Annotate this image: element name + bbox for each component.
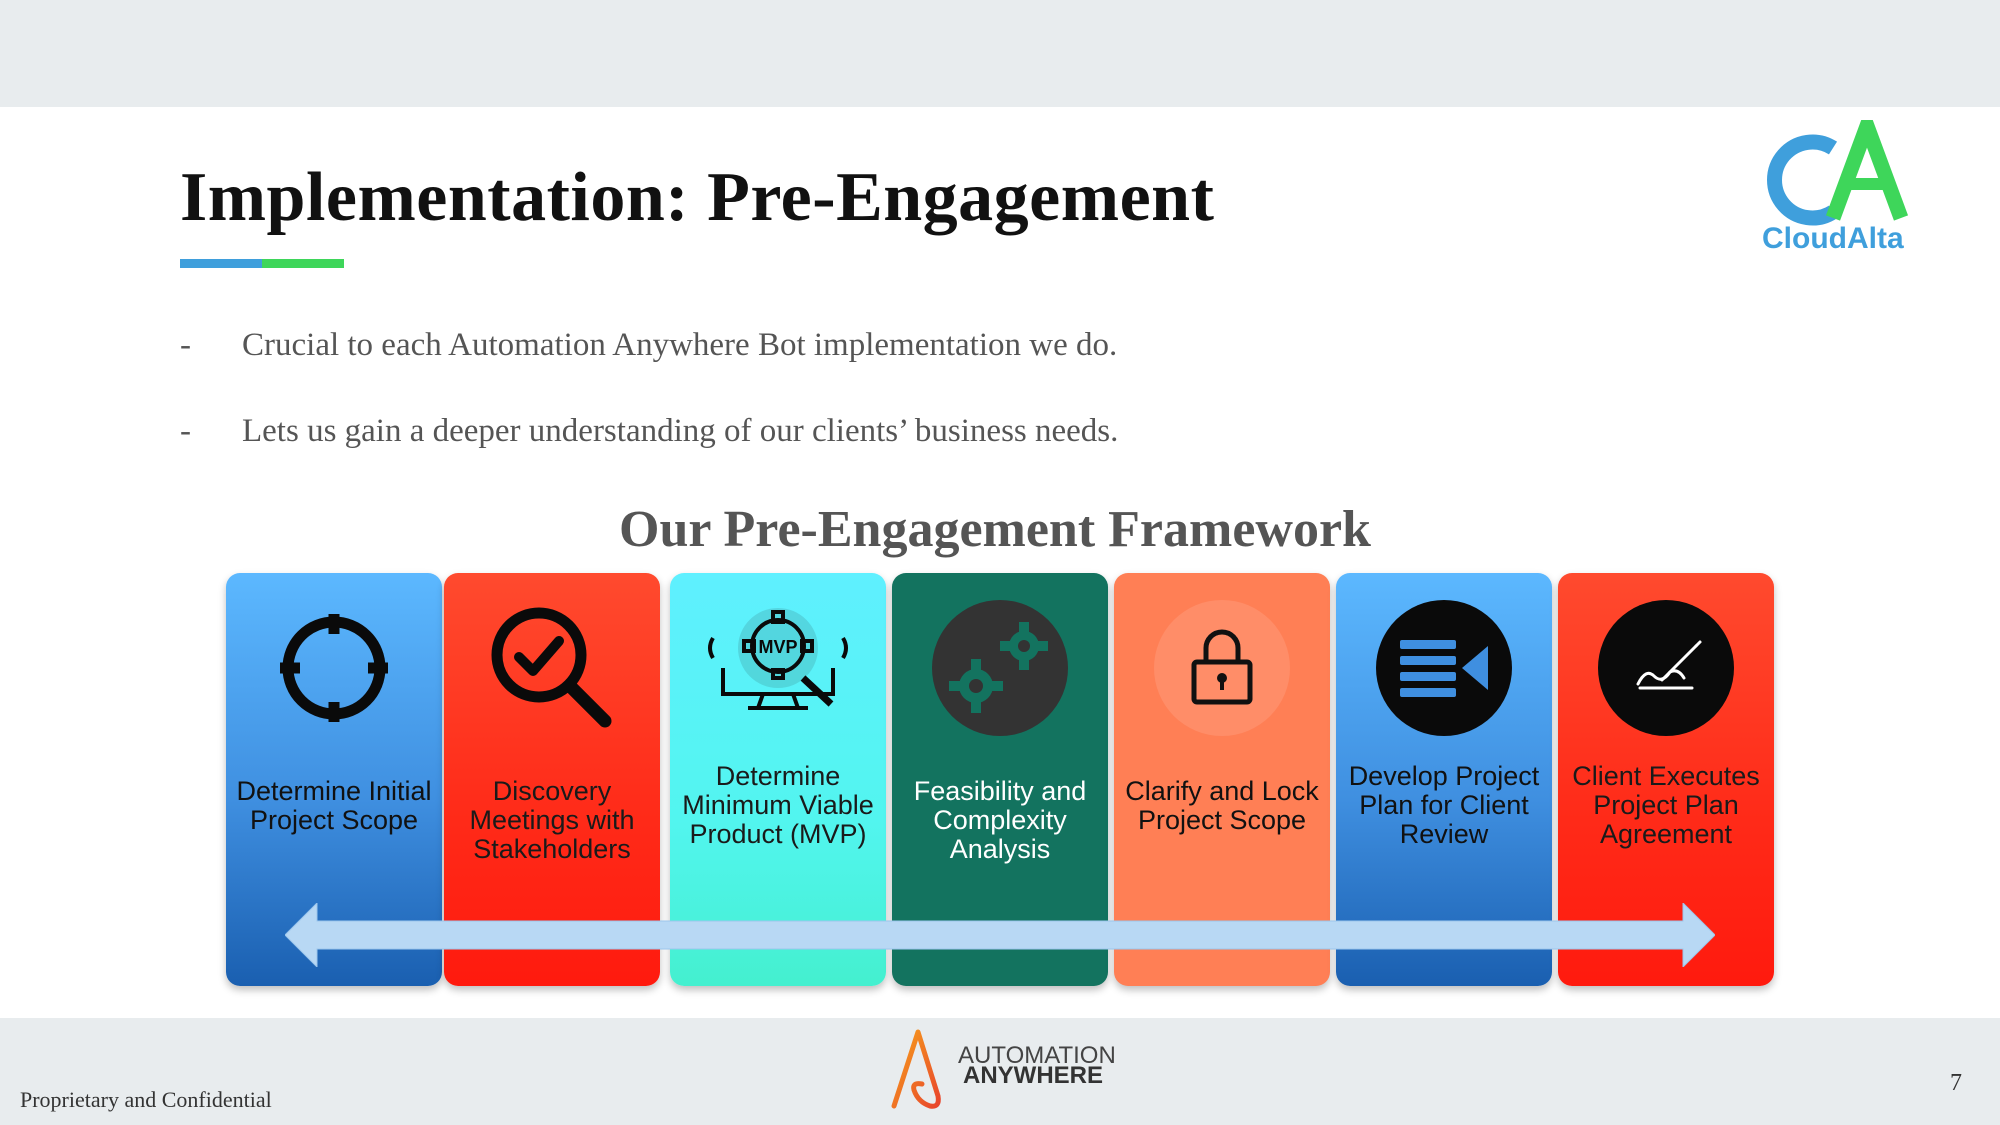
crosshair-icon <box>280 614 388 722</box>
title-underline <box>180 259 344 268</box>
slide-title: Implementation: Pre-Engagement <box>180 159 1215 236</box>
step-card-5: Clarify and Lock Project Scope <box>1114 573 1330 986</box>
magnifier-check-icon <box>491 607 612 728</box>
partner-wordmark-line2: ANYWHERE <box>963 1062 1104 1089</box>
step-label: Client Executes Project Plan Agreement <box>1572 761 1760 849</box>
svg-text:MVP: MVP <box>758 637 797 657</box>
step-label: Clarify and Lock Project Scope <box>1125 776 1319 835</box>
step-card-6: Develop Project Plan for Client Review <box>1336 573 1552 986</box>
step-card-7: Client Executes Project Plan Agreement <box>1558 573 1774 986</box>
mvp-gear-icon: MVP <box>708 608 848 710</box>
gears-icon <box>932 600 1068 736</box>
bullet-1: -Crucial to each Automation Anywhere Bot… <box>180 327 1118 363</box>
confidential-note: Proprietary and Confidential <box>20 1087 272 1112</box>
step-card-3: MVP Determine Minimum Viable Product (MV… <box>670 573 886 986</box>
step-label: Feasibility and Complexity Analysis <box>913 776 1087 864</box>
automation-anywhere-logo-icon <box>891 1029 941 1109</box>
bullet-2: -Lets us gain a deeper understanding of … <box>180 413 1119 449</box>
step-label: Develop Project Plan for Client Review <box>1348 761 1540 849</box>
cloudalta-logo-icon <box>1767 120 1909 226</box>
step-card-2: Discovery Meetings with Stakeholders <box>444 573 660 986</box>
step-label: Discovery Meetings with Stakeholders <box>469 776 635 864</box>
signature-icon <box>1598 600 1734 736</box>
footer-band <box>0 1018 2000 1125</box>
padlock-icon <box>1154 600 1290 736</box>
step-label: Determine Minimum Viable Product (MVP) <box>682 761 874 849</box>
framework-title: Our Pre-Engagement Framework <box>619 501 1371 558</box>
header-band <box>0 0 2000 107</box>
step-card-1: Determine Initial Project Scope <box>226 573 442 986</box>
step-label: Determine Initial Project Scope <box>236 776 432 835</box>
step-card-4: Feasibility and Complexity Analysis <box>892 573 1108 986</box>
cloudalta-wordmark: CloudAlta <box>1762 222 1904 255</box>
partner-wordmark-line1: AUTOMATION <box>958 1042 1116 1069</box>
page-number: 7 <box>1950 1070 1962 1096</box>
list-play-icon <box>1376 600 1512 736</box>
timeline-arrow-icon <box>285 903 1715 967</box>
